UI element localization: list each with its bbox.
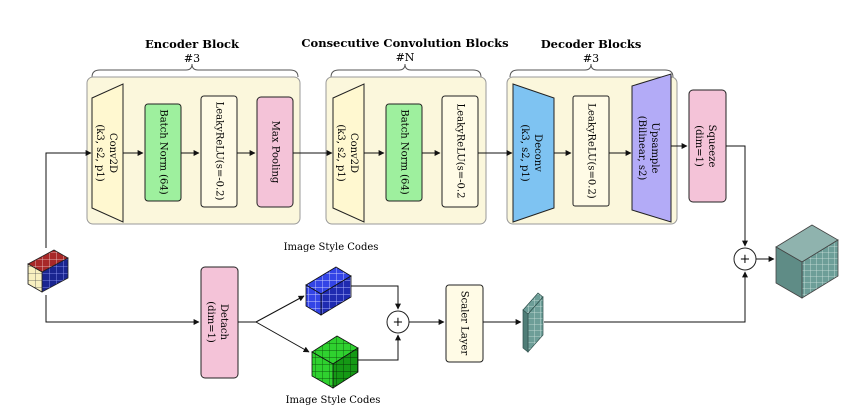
sum-node-style-symbol: + xyxy=(393,315,404,330)
dec-lrelu-block: LeakyReLU(s=0.2) xyxy=(572,95,610,207)
scaler-block: Scaler Layer xyxy=(445,284,484,363)
style-codes-label-bottom: Image Style Codes xyxy=(286,395,381,406)
consecutive-group-title: Consecutive Convolution Blocks xyxy=(301,36,508,50)
encoder-brace xyxy=(91,63,299,78)
edge-detach-to-blue xyxy=(255,295,305,323)
encoder-group-header: Encoder Block #3 xyxy=(91,37,299,78)
enc-conv-label: Conv2D xyxy=(107,133,118,173)
style-code-cube-green xyxy=(311,335,359,389)
decoder-group-title: Decoder Blocks xyxy=(541,37,642,51)
mid-bn-block: Batch Norm (64) xyxy=(385,103,423,202)
style-codes-label-top: Image Style Codes xyxy=(284,242,379,253)
mid-bn-label: Batch Norm (64) xyxy=(399,109,410,194)
edge-blue-to-sum xyxy=(351,285,401,310)
style-code-cube-blue xyxy=(305,266,352,316)
detach-params: (dim=1) xyxy=(205,301,216,343)
sum-node-output-symbol: + xyxy=(740,252,751,267)
enc-bn-block: Batch Norm (64) xyxy=(144,103,182,202)
input-tensor-cube xyxy=(27,249,69,293)
dec-deconv-params: (k3, s2, p1) xyxy=(519,124,530,181)
detach-label: Detach xyxy=(218,304,229,341)
edge-squeeze-to-sum xyxy=(726,145,748,247)
squeeze-params: (dim=1) xyxy=(693,125,704,167)
edge-detach-to-green xyxy=(255,321,310,353)
dec-upsample-label: Upsample xyxy=(649,123,660,174)
detach-block: Detach (dim=1) xyxy=(200,266,239,379)
edge-green-to-sum xyxy=(358,334,401,361)
consecutive-group-header: Consecutive Convolution Blocks #N xyxy=(301,36,509,78)
enc-conv-block: Conv2D (k3, s2, p1) xyxy=(91,83,124,223)
decoder-group-count: #3 xyxy=(583,52,599,65)
mid-lrelu-block: LeakyReLU(s=-0.2 xyxy=(441,95,479,208)
enc-bn-label: Batch Norm (64) xyxy=(158,109,169,194)
encoder-group-count: #3 xyxy=(184,52,200,65)
mid-lrelu-label: LeakyReLU(s=-0.2 xyxy=(455,104,466,199)
enc-lrelu-block: LeakyReLU(s=-0.2) xyxy=(200,95,238,208)
encoder-group-title: Encoder Block xyxy=(145,37,240,51)
mid-conv-block: Conv2D (k3, s2, p1) xyxy=(332,83,365,223)
edge-input-to-detach xyxy=(45,295,200,325)
mid-conv-label: Conv2D xyxy=(348,133,359,173)
scaler-label: Scaler Layer xyxy=(459,291,470,356)
sum-node-output: + xyxy=(733,247,757,271)
enc-conv-params: (k3, s2, p1) xyxy=(94,124,105,181)
edge-slab-to-output-sum xyxy=(544,271,748,323)
connections xyxy=(45,143,775,361)
consecutive-group-count: #N xyxy=(396,51,415,64)
consecutive-brace xyxy=(330,63,482,78)
enc-pool-label: Max Pooling xyxy=(270,121,281,184)
squeeze-block: Squeeze (dim=1) xyxy=(688,89,727,203)
edge-input-to-encoder xyxy=(45,150,92,248)
enc-lrelu-label: LeakyReLU(s=-0.2) xyxy=(214,102,225,201)
dec-lrelu-label: LeakyReLU(s=0.2) xyxy=(586,103,597,199)
output-tensor-cube xyxy=(775,224,839,299)
dec-upsample-params: (Bilinear, s2) xyxy=(636,116,647,181)
squeeze-label: Squeeze xyxy=(706,125,717,168)
decoder-brace xyxy=(509,63,674,78)
scaled-code-slab xyxy=(522,292,544,353)
enc-pool-block: Max Pooling xyxy=(256,96,294,208)
mid-conv-params: (k3, s2, p1) xyxy=(335,124,346,181)
dec-deconv-block: Deconv (k3, s2, p1) xyxy=(512,83,555,223)
sum-node-style: + xyxy=(386,310,410,334)
dec-upsample-block: Upsample (Bilinear, s2) xyxy=(631,73,672,223)
decoder-group-header: Decoder Blocks #3 xyxy=(509,37,674,78)
dec-deconv-label: Deconv xyxy=(532,134,543,172)
